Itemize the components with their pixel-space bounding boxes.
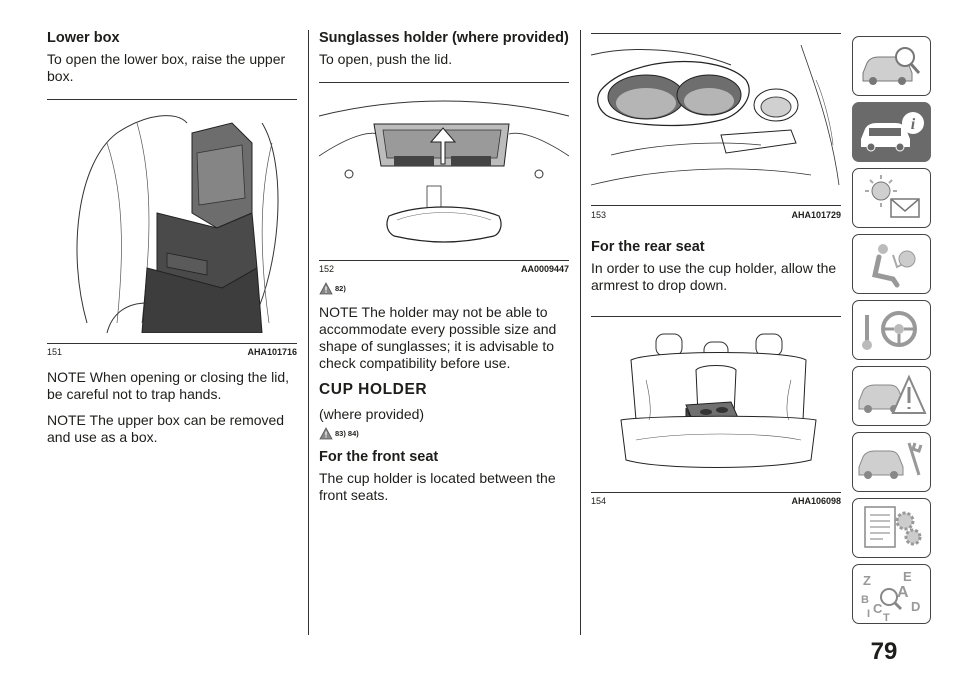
figure-153: 153 AHA101729 xyxy=(591,33,841,223)
figure-top-rule xyxy=(591,316,841,317)
cup-holder-subtitle: (where provided) xyxy=(319,406,425,422)
figure-bottom-rule xyxy=(591,205,841,206)
rear-armrest-cup-holder-illustration xyxy=(620,333,817,468)
index-letter: A xyxy=(897,584,909,601)
index-letter: C xyxy=(873,601,883,616)
warning-light-message-icon xyxy=(865,175,920,218)
column-divider-left xyxy=(308,30,309,635)
car-maintenance-icon xyxy=(858,442,923,479)
figure-top-rule xyxy=(591,33,841,34)
figure-bottom-rule xyxy=(319,260,569,261)
airbag-seat-icon xyxy=(872,244,916,288)
tab-technical-specifications[interactable] xyxy=(852,498,931,558)
figure-top-rule xyxy=(319,82,569,83)
sunglasses-holder-illustration xyxy=(319,100,569,243)
front-seat-text: The cup holder is located between the fr… xyxy=(319,470,556,503)
index-letter: T xyxy=(883,612,890,622)
index-letter: B xyxy=(861,594,869,606)
sunglasses-intro: To open, push the lid. xyxy=(319,51,453,67)
key-steering-wheel-icon xyxy=(862,311,917,350)
warning-reference-text: 82) xyxy=(335,283,346,293)
figure-code: AHA101729 xyxy=(791,210,841,220)
warning-reference-82: 82) xyxy=(319,280,569,296)
warning-reference-83-84: 83) 84) xyxy=(319,425,569,441)
figure-bottom-rule xyxy=(591,492,841,493)
tab-getting-to-know-car[interactable]: i xyxy=(852,102,931,162)
warning-triangle-icon xyxy=(319,281,333,294)
index-letter: I xyxy=(867,608,870,620)
column-divider-right xyxy=(580,30,581,635)
svg-text:i: i xyxy=(911,116,916,133)
figure-bottom-rule xyxy=(47,343,297,344)
figure-code: AA0009447 xyxy=(520,264,569,274)
tab-in-an-emergency[interactable] xyxy=(852,366,931,426)
rear-seat-heading: For the rear seat xyxy=(591,239,705,255)
index-letter: E xyxy=(903,569,912,584)
cup-holder-title: CUP HOLDER xyxy=(319,381,428,398)
index-letter: D xyxy=(911,599,920,614)
column-cupholder-figures: 153 AHA101729 For the rear seat In order… xyxy=(591,33,841,516)
front-seat-heading: For the front seat xyxy=(319,449,439,465)
figure-number: 152 xyxy=(319,264,335,274)
car-breakdown-warning-icon xyxy=(858,374,927,414)
tab-servicing-care[interactable] xyxy=(852,432,931,492)
page-number: 79 xyxy=(870,638,898,665)
figure-151: 151 AHA101716 xyxy=(47,99,297,359)
index-letter: Z xyxy=(863,573,871,588)
lower-box-note-1: NOTE When opening or closing the lid, be… xyxy=(47,369,290,402)
technical-data-icon xyxy=(864,506,922,548)
figure-154: 154 AHA106098 xyxy=(591,316,841,516)
sunglasses-note: NOTE The holder may not be able to accom… xyxy=(319,304,557,371)
figure-code: AHA106098 xyxy=(791,496,841,506)
lower-box-intro: To open the lower box, raise the upper b… xyxy=(47,51,286,84)
figure-code: AHA101716 xyxy=(247,347,297,357)
rear-seat-text: In order to use the cup holder, allow th… xyxy=(591,260,837,293)
front-cup-holder-illustration xyxy=(591,44,840,186)
armrest-box-illustration xyxy=(76,115,279,333)
car-search-icon xyxy=(862,47,921,85)
figure-number: 151 xyxy=(47,347,63,357)
warning-triangle-icon xyxy=(319,426,333,439)
figure-152: 152 AA0009447 xyxy=(319,82,569,275)
column-sunglasses-cupholder: Sunglasses holder (where provided) To op… xyxy=(319,30,569,513)
tab-knowing-your-car[interactable] xyxy=(852,36,931,96)
figure-top-rule xyxy=(47,99,297,100)
tab-warning-lights[interactable] xyxy=(852,168,931,228)
figure-number: 154 xyxy=(591,496,607,506)
car-info-icon: i xyxy=(861,112,924,152)
column-lower-box: Lower box To open the lower box, raise t… xyxy=(47,30,297,455)
tab-index[interactable]: Z E B A C D T I xyxy=(852,564,931,624)
sunglasses-heading: Sunglasses holder (where provided) xyxy=(319,30,569,46)
tab-safety[interactable] xyxy=(852,234,931,294)
lower-box-heading: Lower box xyxy=(47,30,120,46)
figure-number: 153 xyxy=(591,210,607,220)
lower-box-note-2: NOTE The upper box can be removed and us… xyxy=(47,412,285,445)
warning-reference-text: 83) 84) xyxy=(335,428,359,438)
alphabetical-index-icon: Z E B A C D T I xyxy=(861,569,920,622)
tab-starting-driving[interactable] xyxy=(852,300,931,360)
